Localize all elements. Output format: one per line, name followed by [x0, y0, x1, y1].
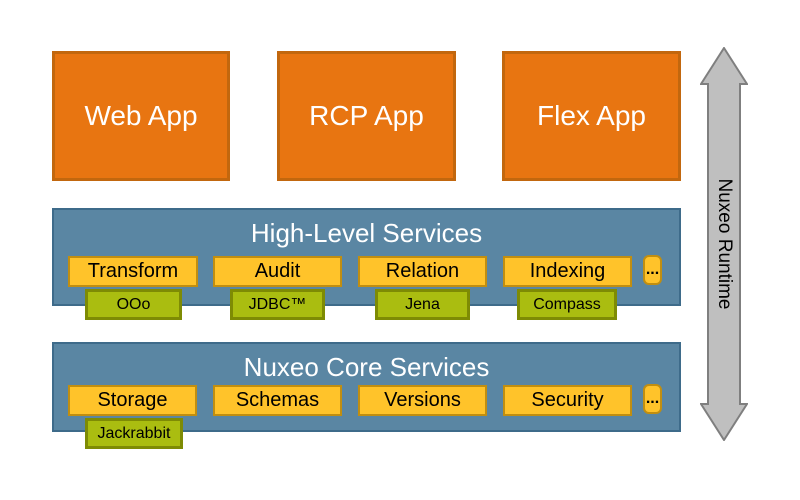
service-label-versions: Versions [384, 389, 461, 411]
app-label-flex: Flex App [537, 100, 646, 131]
ellipsis-label: ... [645, 390, 660, 407]
impl-label-compass: Compass [533, 295, 601, 313]
double-arrow-icon [699, 46, 749, 442]
service-label-storage: Storage [97, 389, 168, 411]
service-box-schemas: Schemas [213, 385, 342, 416]
impl-box-jackrabbit: Jackrabbit [85, 418, 183, 449]
app-label-web: Web App [84, 100, 198, 131]
impl-box-ooo: OOo [85, 289, 182, 320]
impl-box-jena: Jena [375, 289, 470, 320]
impl-label-jdbc: JDBC™ [248, 295, 307, 313]
more-services-box-core: ... [643, 384, 662, 414]
service-box-indexing: Indexing [503, 256, 632, 287]
service-box-storage: Storage [68, 385, 197, 416]
impl-label-jena: Jena [405, 295, 440, 313]
app-box-flex: Flex App [502, 51, 681, 181]
service-box-relation: Relation [358, 256, 487, 287]
layer-title-core: Nuxeo Core Services [243, 352, 490, 382]
impl-box-jdbc: JDBC™ [230, 289, 325, 320]
app-box-web: Web App [52, 51, 230, 181]
service-box-security: Security [503, 385, 632, 416]
service-box-versions: Versions [358, 385, 487, 416]
service-box-audit: Audit [213, 256, 342, 287]
impl-label-jackrabbit: Jackrabbit [97, 424, 171, 442]
app-box-rcp: RCP App [277, 51, 456, 181]
nuxeo-runtime-label: Nuxeo Runtime [714, 178, 735, 310]
service-box-transform: Transform [68, 256, 198, 287]
ellipsis-label: ... [645, 261, 660, 278]
service-label-security: Security [531, 389, 604, 411]
service-label-audit: Audit [254, 260, 301, 282]
service-label-relation: Relation [385, 260, 460, 282]
layer-title-high-level: High-Level Services [250, 218, 483, 248]
service-label-indexing: Indexing [529, 260, 606, 282]
impl-label-ooo: OOo [116, 295, 151, 313]
impl-box-compass: Compass [517, 289, 617, 320]
service-label-transform: Transform [87, 260, 179, 282]
app-label-rcp: RCP App [309, 100, 424, 131]
service-label-schemas: Schemas [235, 389, 320, 411]
more-services-box-high-level: ... [643, 255, 662, 285]
nuxeo-runtime-arrow: Nuxeo Runtime [699, 46, 749, 442]
